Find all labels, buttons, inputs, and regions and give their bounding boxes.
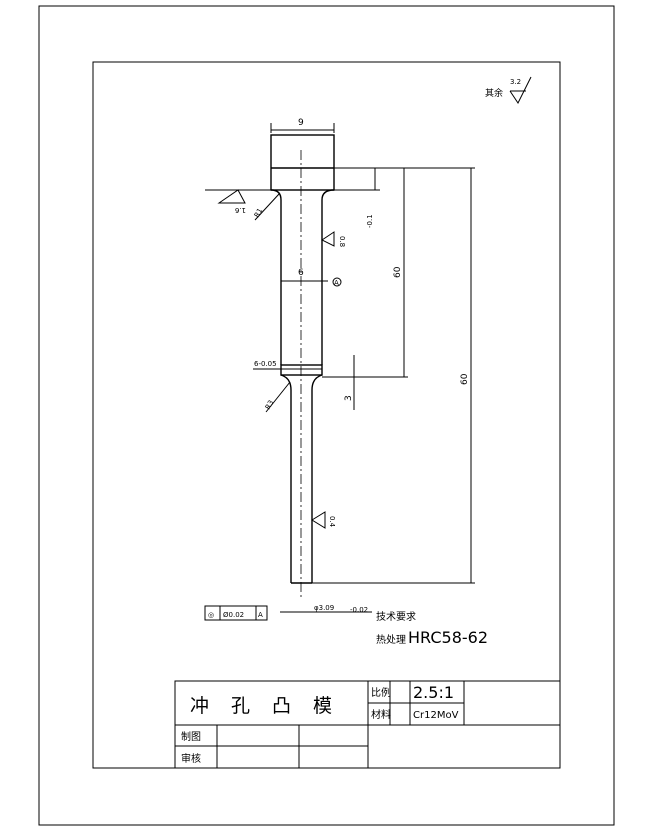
dim-total-length: 60: [312, 167, 475, 584]
roughness-0-8-icon: [321, 231, 335, 247]
dim-shank-length: 60: [322, 167, 408, 378]
dim-head-width: 9: [270, 118, 335, 133]
dim-neck-height-text: 3: [344, 395, 354, 401]
fillet-r1-text: R1: [253, 207, 265, 219]
dim-neck-dia: 6-0.05: [253, 360, 322, 370]
roughness-1-6: 1.6: [217, 189, 246, 214]
outer-border: [38, 5, 615, 826]
roughness-0-4-text: 0.4: [328, 516, 336, 528]
part-name: 冲孔凸模: [190, 695, 354, 717]
checked-by-label: 审核: [181, 752, 201, 765]
tech-req-label: 热处理: [376, 633, 406, 646]
drawn-by-label: 制图: [181, 730, 201, 743]
fillet-r1: R1: [253, 193, 280, 221]
general-roughness-label: 其余: [485, 87, 503, 99]
tolerance-datum: A: [258, 611, 263, 619]
dim-neck-dia-text: 6-0.05: [254, 360, 277, 368]
tech-req-heading: 技术要求: [376, 610, 416, 623]
roughness-0-8-text: 0.8: [338, 236, 346, 247]
dim-total-length-text: 60: [460, 373, 470, 385]
dim-head-height: -0.1: [334, 167, 380, 228]
scale-value: 2.5:1: [413, 683, 454, 702]
tolerance-symbol: ◎: [208, 611, 214, 619]
tech-requirements: 技术要求 热处理 HRC58-62: [376, 610, 488, 647]
dim-neck-height: 3: [344, 355, 355, 410]
neck-band: [280, 364, 323, 376]
general-roughness-value: 3.2: [510, 78, 521, 86]
roughness-symbol-icon: [509, 76, 532, 104]
datum-a-mark: A: [334, 279, 339, 287]
punch-outline: [205, 134, 380, 600]
tolerance-frame: ◎ Ø0.02 A: [204, 605, 268, 621]
material-label: 材料: [371, 708, 391, 721]
roughness-1-6-icon: [217, 189, 246, 204]
punch-head: [270, 134, 335, 191]
dim-head-tol-text: -0.1: [366, 214, 374, 228]
dim-tip-dia-text: φ3.09: [314, 604, 334, 612]
scale-label: 比例: [371, 686, 391, 699]
title-block: 冲孔凸模 比例 2.5:1 材料 Cr12MoV 制图 审核: [174, 680, 561, 769]
material-value: Cr12MoV: [413, 710, 459, 721]
roughness-0-4: 0.4: [311, 511, 336, 529]
roughness-0-8: 0.8: [321, 231, 346, 247]
datum-circle: [332, 277, 342, 287]
roughness-0-4-icon: [311, 511, 326, 529]
tech-req-value: HRC58-62: [408, 628, 488, 647]
fillet-r3-text: R3: [264, 399, 276, 411]
dim-tip-tol-text: -0.02: [350, 606, 368, 614]
tolerance-value: Ø0.02: [223, 611, 244, 619]
shank: [270, 189, 335, 365]
fillet-r3: R3: [264, 381, 291, 413]
dim-shank-length-text: 60: [393, 266, 403, 278]
dim-tip-dia: φ3.09 -0.02: [280, 604, 372, 614]
dim-head-width-text: 9: [298, 118, 304, 128]
tip: [280, 374, 323, 583]
general-roughness: 其余 3.2: [485, 76, 532, 104]
roughness-1-6-text: 1.6: [234, 206, 246, 214]
dim-shank-dia: 6 A: [281, 268, 342, 287]
dim-shank-dia-text: 6: [298, 268, 304, 278]
